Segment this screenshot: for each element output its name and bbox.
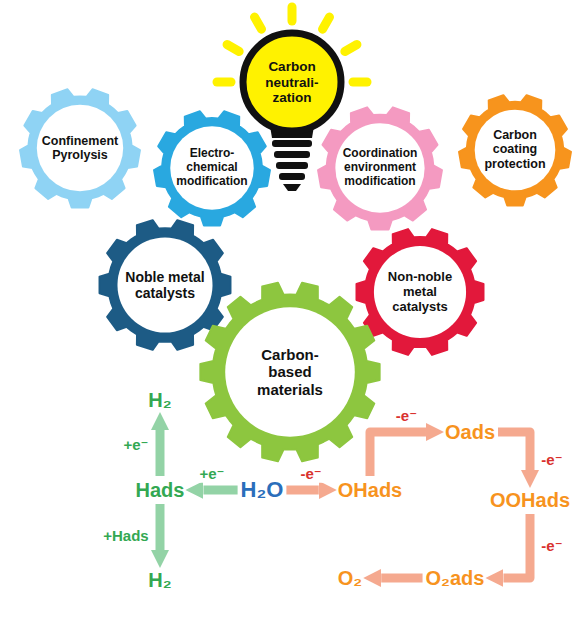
species-text: H₂: [148, 389, 171, 411]
reaction-arrow: [381, 574, 422, 583]
bulb-glass: [243, 33, 341, 131]
gear-hub: [170, 126, 254, 210]
node-text: Electro-chemical modification: [176, 146, 247, 188]
light-ray: [255, 17, 262, 29]
species-label: Oads: [445, 421, 495, 443]
node-text-box: Carbon coating protection: [477, 128, 553, 171]
species-label: H₂O: [241, 478, 284, 502]
light-ray: [353, 78, 367, 87]
light-ray: [323, 17, 330, 29]
bulb-base-stripe: [274, 151, 310, 158]
light-ray: [288, 7, 297, 21]
gear-node: Carbon coating protection: [459, 94, 571, 206]
gear-hub: [335, 123, 424, 212]
bulb-tip: [283, 184, 301, 191]
species-text: O₂: [338, 567, 362, 589]
gear-teeth: [318, 107, 442, 229]
species-label: O₂ads: [426, 567, 485, 589]
edge-label: +e⁻: [198, 466, 227, 483]
gear-node: Confinement Pyrolysis: [20, 88, 140, 208]
species-label: OOHads: [490, 489, 570, 511]
species-text: OOHads: [490, 489, 570, 511]
gear-hub: [117, 237, 212, 332]
node-text: Carbon neutrali-zation: [265, 59, 318, 105]
edge-label: -e⁻: [539, 538, 564, 555]
node-text-box: Electro-chemical modification: [172, 147, 252, 188]
reaction-arrow: [286, 486, 318, 495]
edge-label: -e⁻: [394, 408, 419, 425]
node-text-box: Coordination environment modification: [337, 147, 423, 188]
reaction-arrow: [203, 486, 237, 495]
node-text-box: Carbon neutrali-zation: [250, 59, 334, 106]
edge-label: -e⁻: [539, 451, 564, 468]
lightbulb-node: Carbon neutrali-zation: [240, 30, 344, 134]
species-text: H₂: [148, 569, 171, 591]
gear-teeth: [154, 111, 270, 225]
edge-label: -e⁻: [298, 466, 323, 483]
species-label: Hads: [136, 479, 185, 501]
gear-node: Electro-chemical modification: [154, 110, 270, 226]
bulb-base-stripe: [272, 140, 312, 147]
node-text-box: Noble metal catalysts: [125, 269, 205, 301]
gear-hub: [225, 307, 355, 437]
bulb-base-stripe: [279, 173, 305, 180]
node-text: Carbon-based materials: [257, 346, 323, 398]
species-label: H₂: [148, 389, 171, 411]
species-text: OHads: [338, 479, 402, 501]
node-text-box: Carbon-based materials: [248, 346, 332, 398]
node-text-box: Non-noble metal catalysts: [376, 270, 464, 315]
connector-group: [160, 430, 530, 578]
species-text: H₂O: [241, 477, 284, 502]
reaction-arrow: [370, 432, 426, 476]
node-text: Coordination environment modification: [343, 146, 418, 188]
gear-teeth: [357, 229, 484, 355]
light-ray: [345, 45, 357, 52]
node-text: Confinement Pyrolysis: [42, 134, 118, 162]
gear-node: Coordination environment modification: [318, 106, 442, 230]
gear-hub: [374, 246, 466, 338]
edge-label: +Hads: [101, 527, 150, 544]
species-label: H₂: [148, 569, 171, 591]
species-text: Hads: [136, 479, 185, 501]
reaction-arrow: [156, 430, 165, 476]
gear-teeth: [459, 95, 571, 205]
light-ray: [227, 45, 239, 52]
species-text: Oads: [445, 421, 495, 443]
gear-hub: [37, 105, 123, 191]
light-ray: [217, 78, 231, 87]
gear-node: Carbon-based materials: [200, 282, 380, 462]
node-text: Non-noble metal catalysts: [388, 269, 452, 314]
node-text: Noble metal catalysts: [125, 269, 204, 301]
edge-label: +e⁻: [121, 436, 150, 453]
node-text-box: Confinement Pyrolysis: [37, 134, 123, 163]
node-text: Carbon coating protection: [484, 128, 545, 171]
species-label: O₂: [338, 567, 362, 589]
reaction-arrow: [503, 514, 530, 578]
gear-teeth: [200, 283, 379, 461]
species-text: O₂ads: [426, 567, 485, 589]
gear-hub: [475, 110, 556, 191]
reaction-arrow: [156, 504, 165, 550]
species-label: OHads: [338, 479, 402, 501]
gear-node: Non-noble metal catalysts: [356, 228, 484, 356]
bulb-base-stripe: [276, 162, 308, 169]
reaction-arrow: [498, 432, 530, 470]
gear-teeth: [20, 89, 140, 207]
